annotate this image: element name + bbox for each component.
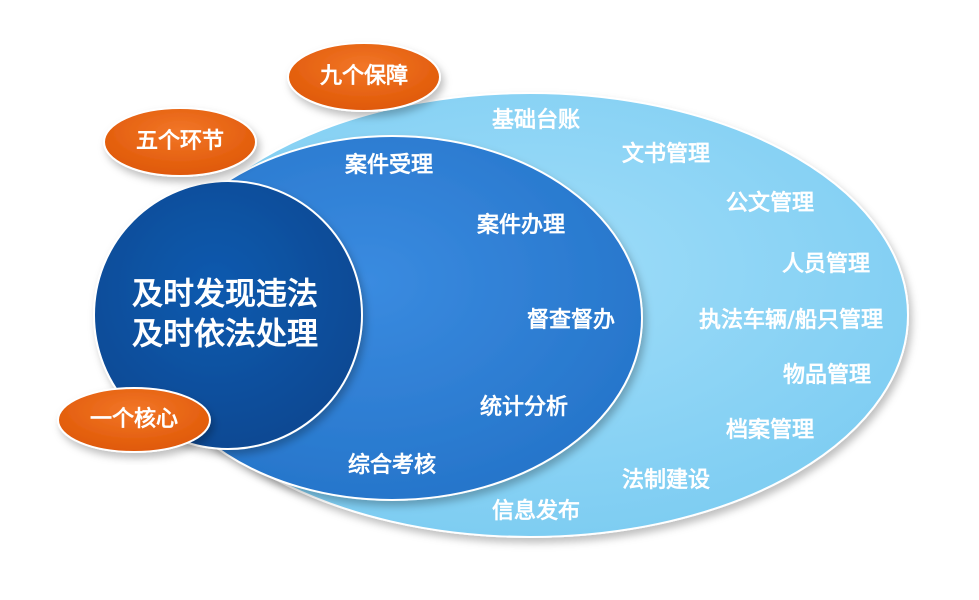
inner-circle bbox=[93, 180, 363, 450]
outer-item: 法制建设 bbox=[621, 468, 711, 493]
core-text: 及时发现违法 及时依法处理 bbox=[132, 275, 318, 356]
outer-item: 人员管理 bbox=[781, 252, 871, 277]
outer-item: 公文管理 bbox=[725, 191, 815, 216]
middle-item: 综合考核 bbox=[347, 453, 437, 478]
middle-item: 案件办理 bbox=[476, 213, 566, 238]
outer-item: 文书管理 bbox=[621, 142, 711, 167]
middle-item: 案件受理 bbox=[344, 153, 434, 178]
badge-nine-label: 九个保障 bbox=[319, 64, 409, 89]
outer-item: 物品管理 bbox=[782, 363, 872, 388]
middle-item: 统计分析 bbox=[479, 395, 569, 420]
core-line-1: 及时发现违法 bbox=[132, 276, 318, 313]
middle-item: 督查督办 bbox=[526, 308, 616, 333]
badge-one-shape bbox=[57, 387, 211, 453]
core-line-2: 及时依法处理 bbox=[132, 317, 318, 353]
badge-five-shape bbox=[103, 107, 257, 177]
outer-item: 执法车辆/船只管理 bbox=[698, 308, 884, 333]
badge-nine-shape bbox=[287, 42, 441, 112]
outer-item: 档案管理 bbox=[725, 418, 815, 443]
outer-item: 基础台账 bbox=[491, 108, 581, 133]
badge-one-label: 一个核心 bbox=[89, 407, 179, 432]
outer-item: 信息发布 bbox=[491, 499, 581, 524]
badge-five-label: 五个环节 bbox=[135, 129, 225, 154]
